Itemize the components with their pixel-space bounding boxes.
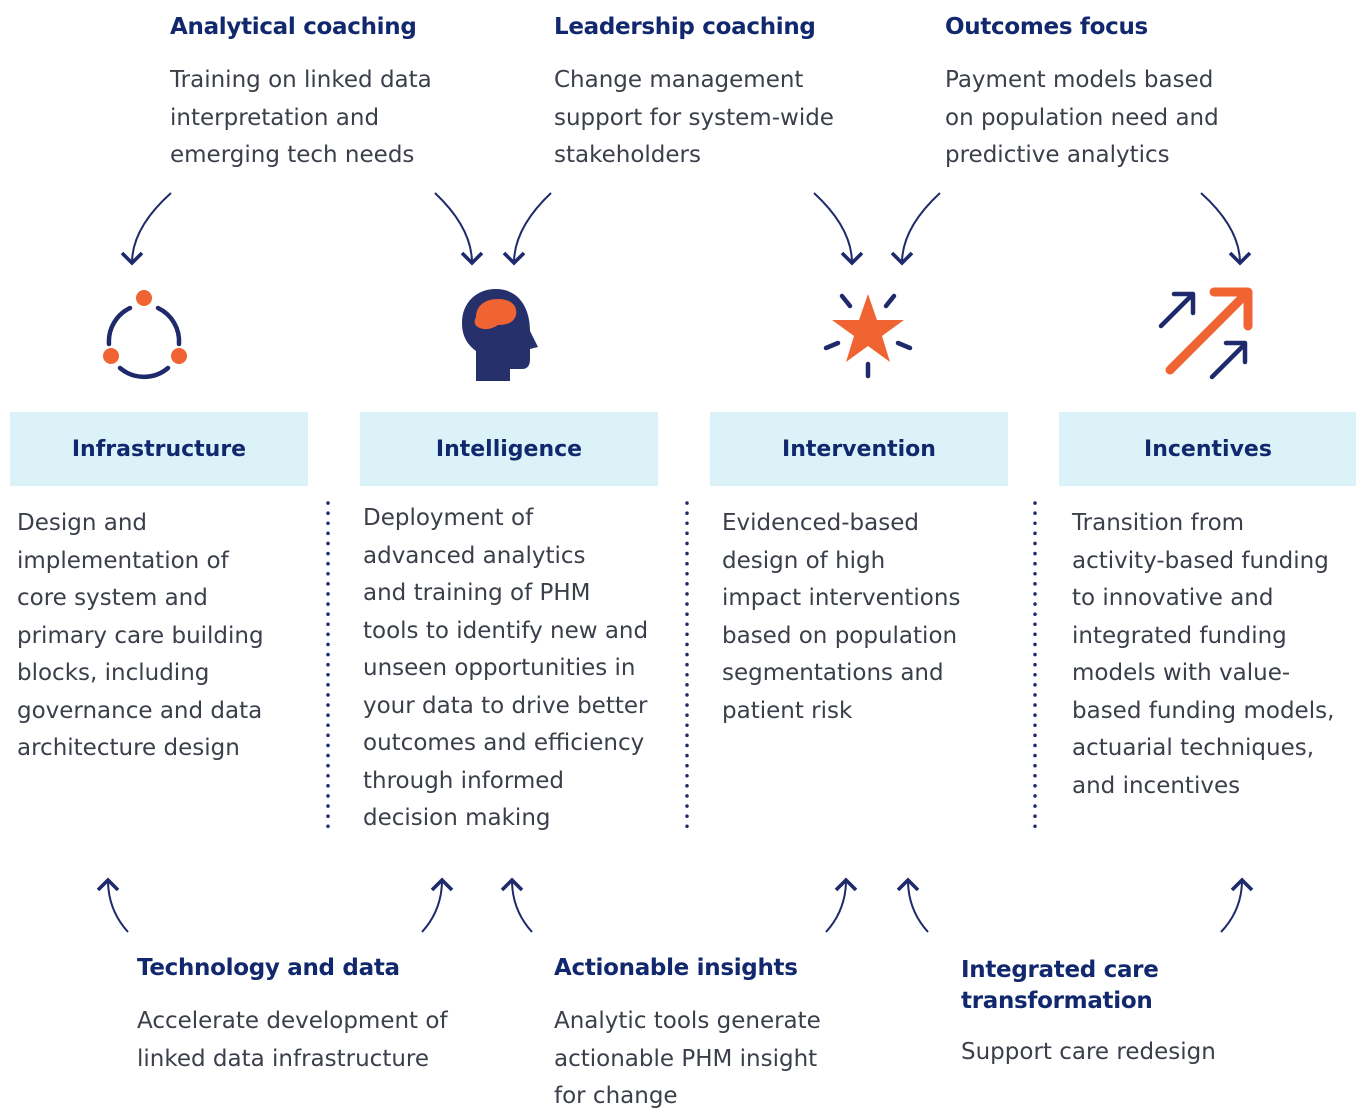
pillar-body-intervention: Evidenced-based design of high impact in…: [722, 510, 961, 724]
arrow-bottom-1-left: [96, 877, 129, 933]
arrow-bottom-3-left: [896, 877, 929, 933]
annotation-title: Analytical coaching: [170, 14, 417, 40]
arrow-bottom-3-right: [1220, 877, 1254, 933]
annotation-title: Integrated care transformation: [961, 957, 1159, 1014]
arrow-top-1-left: [120, 192, 172, 266]
pillar-body-incentives: Transition from activity-based funding t…: [1072, 510, 1335, 799]
pillar-header-incentives: Incentives: [1059, 412, 1356, 486]
pillar-header-intervention: Intervention: [710, 412, 1008, 486]
annotation-body: Support care redesign: [961, 1039, 1216, 1065]
annotation-body: Analytic tools generate actionable PHM i…: [554, 1008, 821, 1109]
arrow-top-3-left: [890, 192, 941, 266]
annotation-body: Payment models based on population need …: [945, 67, 1219, 168]
arrow-bottom-2-left: [500, 877, 533, 933]
annotation-body: Change management support for system-wid…: [554, 67, 834, 168]
pillar-body-infrastructure: Design and implementation of core system…: [17, 510, 264, 761]
annotation-body: Training on linked data interpretation a…: [170, 67, 432, 168]
arrow-top-1-right: [434, 192, 484, 266]
burst-star-icon: [823, 293, 913, 379]
cycle-nodes-icon: [103, 290, 187, 380]
rising-arrows-icon: [1158, 287, 1253, 380]
annotation-title: Technology and data: [137, 955, 400, 981]
arrow-bottom-1-right: [421, 877, 454, 933]
annotation-body: Accelerate development of linked data in…: [137, 1008, 448, 1072]
pillar-header-infrastructure: Infrastructure: [10, 412, 308, 486]
arrow-top-3-right: [1200, 192, 1252, 266]
pillar-body-intelligence: Deployment of advanced analytics and tra…: [363, 505, 649, 831]
annotation-title: Outcomes focus: [945, 14, 1148, 40]
arrow-bottom-2-right: [825, 877, 858, 933]
annotation-title: Leadership coaching: [554, 14, 816, 40]
arrow-top-2-right: [813, 192, 864, 266]
arrow-top-2-left: [502, 192, 552, 266]
brain-head-icon: [462, 289, 538, 381]
annotation-title: Actionable insights: [554, 955, 798, 981]
pillar-header-intelligence: Intelligence: [360, 412, 658, 486]
